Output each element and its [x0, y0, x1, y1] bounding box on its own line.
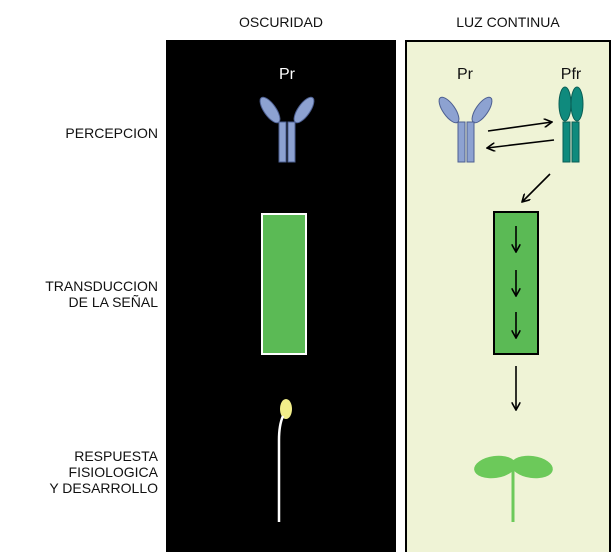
diagonal-arrow-icon [522, 173, 551, 202]
pfr-label-light: Pfr [561, 66, 582, 83]
row-label-transduction: TRANSDUCCION DE LA SEÑAL [45, 278, 158, 310]
equilibrium-arrows-icon [487, 122, 555, 148]
green-seedling-icon [474, 455, 553, 522]
pr-label-light: Pr [457, 66, 474, 83]
column-title-dark: OSCURIDAD [238, 14, 323, 30]
row-label-perception-line: PERCEPCION [65, 125, 158, 141]
pr-label-dark: Pr [279, 66, 296, 83]
pfr-receptor-light-icon [558, 86, 584, 163]
pr-receptor-dark-icon [259, 96, 315, 163]
pr-receptor-light-icon [438, 96, 493, 163]
row-label-perception: PERCEPCION [65, 125, 158, 141]
transduction-block-dark [261, 213, 307, 355]
etiolated-seedling-icon [277, 399, 292, 522]
row-label-response-line-3: Y DESARROLLO [49, 480, 158, 496]
row-label-response: RESPUESTA FISIOLOGICA Y DESARROLLO [49, 448, 158, 496]
row-label-transduction-line-2: DE LA SEÑAL [68, 294, 159, 310]
column-title-light: LUZ CONTINUA [456, 14, 560, 30]
row-label-transduction-line-1: TRANSDUCCION [45, 278, 158, 294]
row-label-response-line-2: FISIOLOGICA [68, 464, 158, 480]
row-label-response-line-1: RESPUESTA [74, 448, 158, 464]
